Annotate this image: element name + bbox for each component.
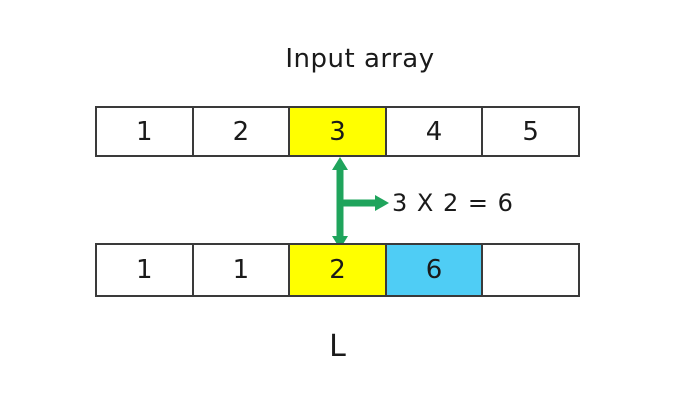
output-array-cell-2: 1: [194, 245, 291, 295]
output-array-cell-1: 1: [97, 245, 194, 295]
output-array-name-label: L: [329, 329, 346, 364]
input-array-cell-1: 1: [97, 108, 194, 155]
equation-label: 3 X 2 = 6: [392, 189, 514, 217]
input-array-cell-4: 4: [387, 108, 484, 155]
output-array-cell-5-empty: [483, 245, 578, 295]
green-double-arrow-icon: [330, 157, 400, 249]
output-array: 1 1 2 6: [95, 243, 580, 297]
input-array: 1 2 3 4 5: [95, 106, 580, 157]
output-array-cell-4-result: 6: [386, 245, 484, 295]
output-array-cell-3-highlighted: 2: [290, 245, 387, 295]
input-array-cell-3-highlighted: 3: [290, 108, 387, 155]
input-array-cell-5: 5: [522, 116, 539, 147]
page-title: Input array: [285, 44, 435, 74]
input-array-cell-2: 2: [194, 108, 291, 155]
